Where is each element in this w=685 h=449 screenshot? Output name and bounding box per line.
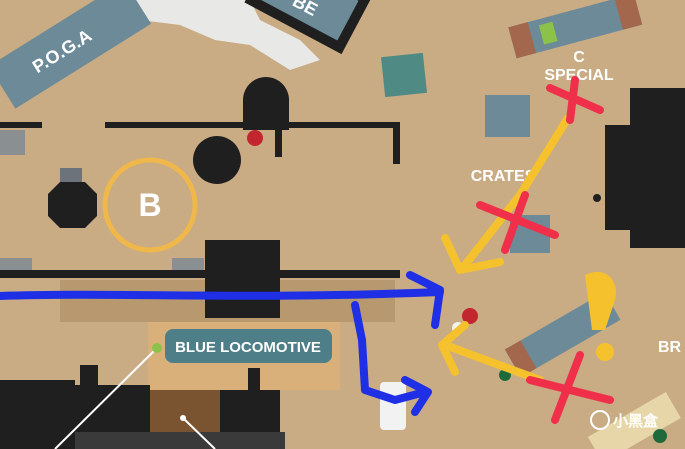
tank-cap bbox=[60, 168, 82, 182]
locomotive-cabin bbox=[148, 390, 220, 438]
special-label: SPECIAL bbox=[544, 67, 614, 84]
blue-arrow-main-head bbox=[406, 271, 444, 329]
yellow-strip bbox=[587, 392, 681, 449]
yellow-arrow-1-head bbox=[441, 234, 504, 274]
blue-arrow-branch bbox=[351, 301, 429, 404]
yellow-route bbox=[438, 114, 572, 384]
grey-block-3 bbox=[172, 258, 204, 272]
callout-line-1 bbox=[54, 347, 158, 449]
watermark-text: 小黑盒 bbox=[613, 412, 659, 430]
crates-label: CRATES bbox=[471, 168, 536, 185]
yellow-arrow-2-head bbox=[438, 321, 469, 376]
teal-crate bbox=[381, 52, 427, 98]
red-crosses bbox=[476, 76, 614, 424]
yellow-arrow-1 bbox=[461, 114, 572, 269]
container-top-right bbox=[508, 0, 643, 59]
bottom-building-2 bbox=[80, 365, 98, 385]
bottom-building-5 bbox=[248, 368, 260, 390]
watermark: 小黑盒 bbox=[590, 410, 659, 430]
red-marker-1 bbox=[247, 130, 263, 146]
wall-3 bbox=[393, 122, 400, 164]
red-cross-3 bbox=[526, 351, 614, 424]
c-label: C bbox=[573, 49, 585, 66]
blue-crate-1 bbox=[485, 95, 530, 137]
grey-block-1 bbox=[0, 130, 25, 155]
blue-route bbox=[0, 271, 444, 416]
central-block bbox=[205, 240, 280, 318]
bottom-track bbox=[75, 432, 285, 449]
bottom-building-1 bbox=[0, 380, 75, 449]
octagon-tank bbox=[48, 182, 97, 228]
callout-line-2 bbox=[182, 417, 216, 449]
be-building: BE bbox=[244, 0, 373, 55]
dark-building-right-wing bbox=[605, 125, 645, 230]
post bbox=[593, 194, 601, 202]
b-zone-ring bbox=[102, 157, 198, 253]
rail-wall bbox=[0, 270, 400, 278]
watermark-icon bbox=[590, 410, 610, 430]
exclamation-dot bbox=[596, 343, 614, 361]
exclamation-mark bbox=[585, 271, 616, 330]
blue-arrow-branch-head bbox=[401, 376, 432, 416]
callout-dot bbox=[152, 343, 162, 353]
snow-patch bbox=[110, 0, 320, 70]
wall-1 bbox=[0, 122, 42, 128]
wall-4 bbox=[275, 122, 282, 157]
b-zone-label: B bbox=[138, 187, 161, 223]
grey-block-2 bbox=[0, 258, 32, 272]
red-cross-2 bbox=[476, 191, 559, 254]
yellow-arrow-2 bbox=[441, 341, 544, 384]
white-barrel bbox=[380, 382, 406, 430]
blue-arrow-main bbox=[0, 288, 444, 300]
blue-locomotive-badge bbox=[165, 329, 332, 363]
red-marker-2 bbox=[462, 308, 478, 324]
round-tank bbox=[193, 136, 241, 184]
green-marker-2 bbox=[653, 429, 667, 443]
tower-dome bbox=[243, 77, 289, 130]
red-cross-1 bbox=[546, 76, 604, 124]
blue-locomotive-label: BLUE LOCOMOTIVE bbox=[175, 339, 321, 356]
br-label: BR bbox=[658, 339, 682, 356]
